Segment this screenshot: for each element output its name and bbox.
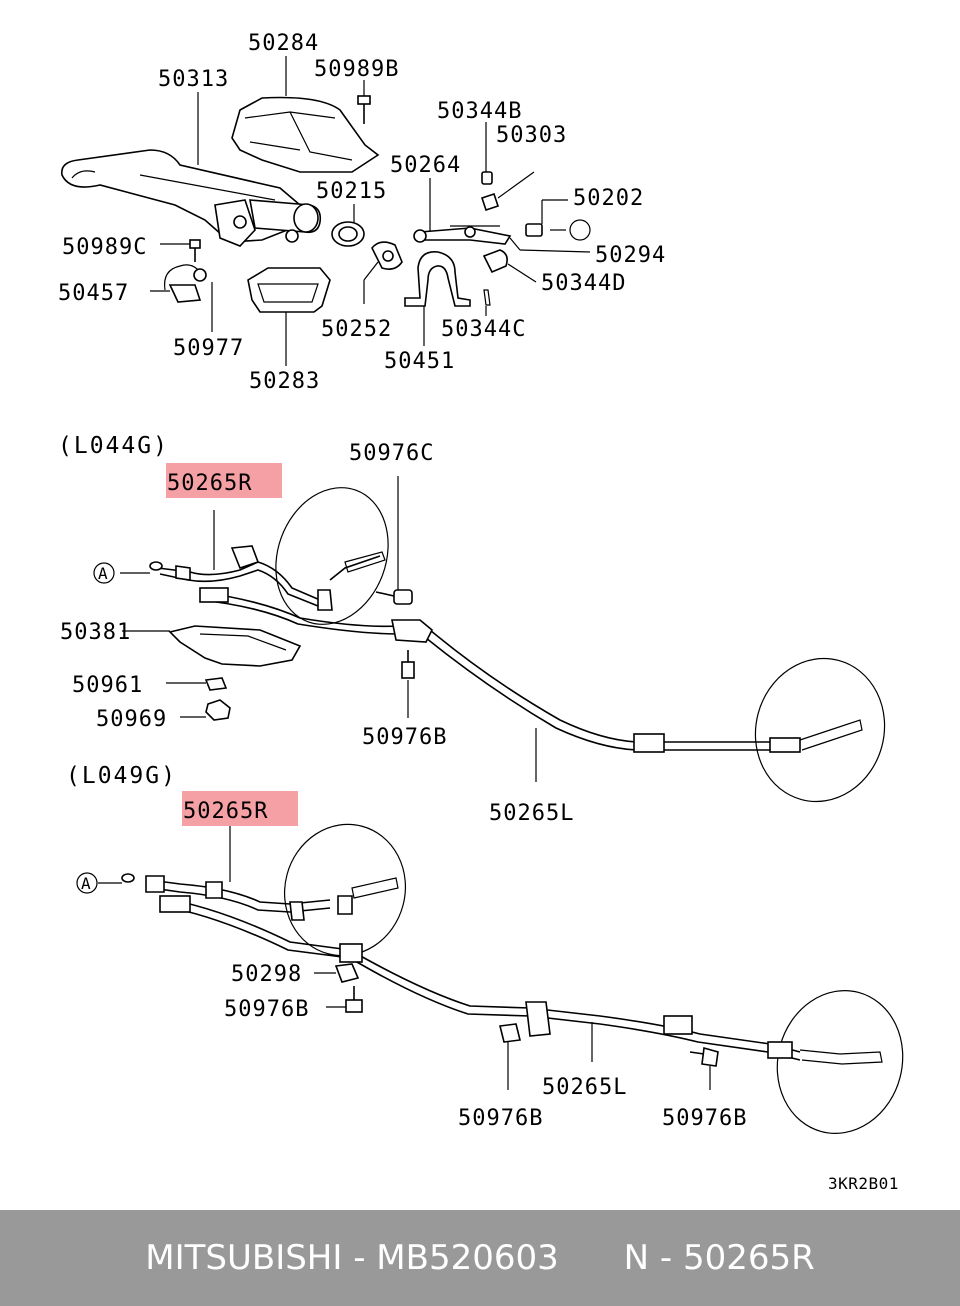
drawing-code: 3KR2B01 — [828, 1174, 899, 1193]
label-50976B-lower-mid: 50976B — [458, 1106, 543, 1131]
leader-lines-top — [150, 56, 591, 366]
label-50976B-lower-right: 50976B — [662, 1106, 747, 1131]
label-50313: 50313 — [158, 67, 229, 92]
lever-cover — [231, 96, 380, 173]
label-50344B: 50344B — [437, 99, 522, 124]
label-50264: 50264 — [390, 153, 461, 178]
diagram-ref-code: 50265R — [682, 1238, 815, 1278]
label-50344D: 50344D — [541, 271, 626, 296]
highlight-50265R-lower — [182, 791, 298, 826]
ref-prefix: N — [623, 1238, 650, 1278]
label-50265R-lower: 50265R — [183, 799, 268, 824]
part-caption-bar: MITSUBISHI - MB520603 N - 50265R — [0, 1210, 960, 1306]
caption-separator: - — [342, 1238, 377, 1278]
ref-marker-lower: A — [81, 874, 91, 893]
caption-separator-2: - — [649, 1238, 683, 1278]
label-50989C: 50989C — [62, 235, 147, 260]
label-50265L-upper: 50265L — [489, 801, 574, 826]
part-labels: 50284 50989B 50313 50344B 50303 50264 50… — [58, 31, 899, 1193]
highlight-50265R-upper — [166, 463, 282, 498]
label-50283: 50283 — [249, 369, 320, 394]
label-50451: 50451 — [384, 349, 455, 374]
variant-label-lower: (L049G) — [66, 763, 177, 789]
label-50215: 50215 — [316, 179, 387, 204]
label-50252: 50252 — [321, 317, 392, 342]
ref-marker-upper: A — [98, 564, 108, 583]
parts-diagram: 50284 50989B 50313 50344B 50303 50264 50… — [58, 31, 904, 1193]
label-50969: 50969 — [96, 707, 167, 732]
lever-assembly — [61, 95, 543, 313]
lever-boot — [247, 267, 331, 313]
cable-l049g — [145, 823, 904, 1134]
leader-lines-bottom — [76, 826, 711, 1090]
label-50202: 50202 — [573, 186, 644, 211]
label-50265L-lower: 50265L — [542, 1075, 627, 1100]
cable-bracket — [404, 251, 471, 307]
drum-right-upper — [275, 487, 389, 625]
variant-label-upper: (L044G) — [58, 433, 169, 459]
label-50976B-upper: 50976B — [362, 725, 447, 750]
label-50284: 50284 — [248, 31, 319, 56]
label-50989B: 50989B — [314, 57, 399, 82]
label-50298: 50298 — [231, 962, 302, 987]
label-50976C: 50976C — [349, 441, 434, 466]
label-50294: 50294 — [595, 243, 666, 268]
label-50977: 50977 — [173, 336, 244, 361]
caption-gap — [559, 1238, 624, 1278]
heat-protector — [168, 625, 302, 667]
label-50303: 50303 — [496, 123, 567, 148]
brand-name: MITSUBISHI — [145, 1238, 343, 1278]
drum-far-right-upper — [754, 657, 886, 803]
part-number: MB520603 — [376, 1238, 559, 1278]
label-50961: 50961 — [72, 673, 143, 698]
label-50265R-upper: 50265R — [167, 471, 252, 496]
label-50381: 50381 — [60, 620, 131, 645]
label-50976B-lower-left: 50976B — [224, 997, 309, 1022]
drum-far-right-lower — [776, 990, 904, 1134]
label-50344C: 50344C — [441, 317, 526, 342]
label-50457: 50457 — [58, 281, 129, 306]
cable-l044g — [157, 487, 886, 803]
drum-right-lower — [283, 823, 407, 957]
leader-lines-middle — [93, 476, 537, 782]
